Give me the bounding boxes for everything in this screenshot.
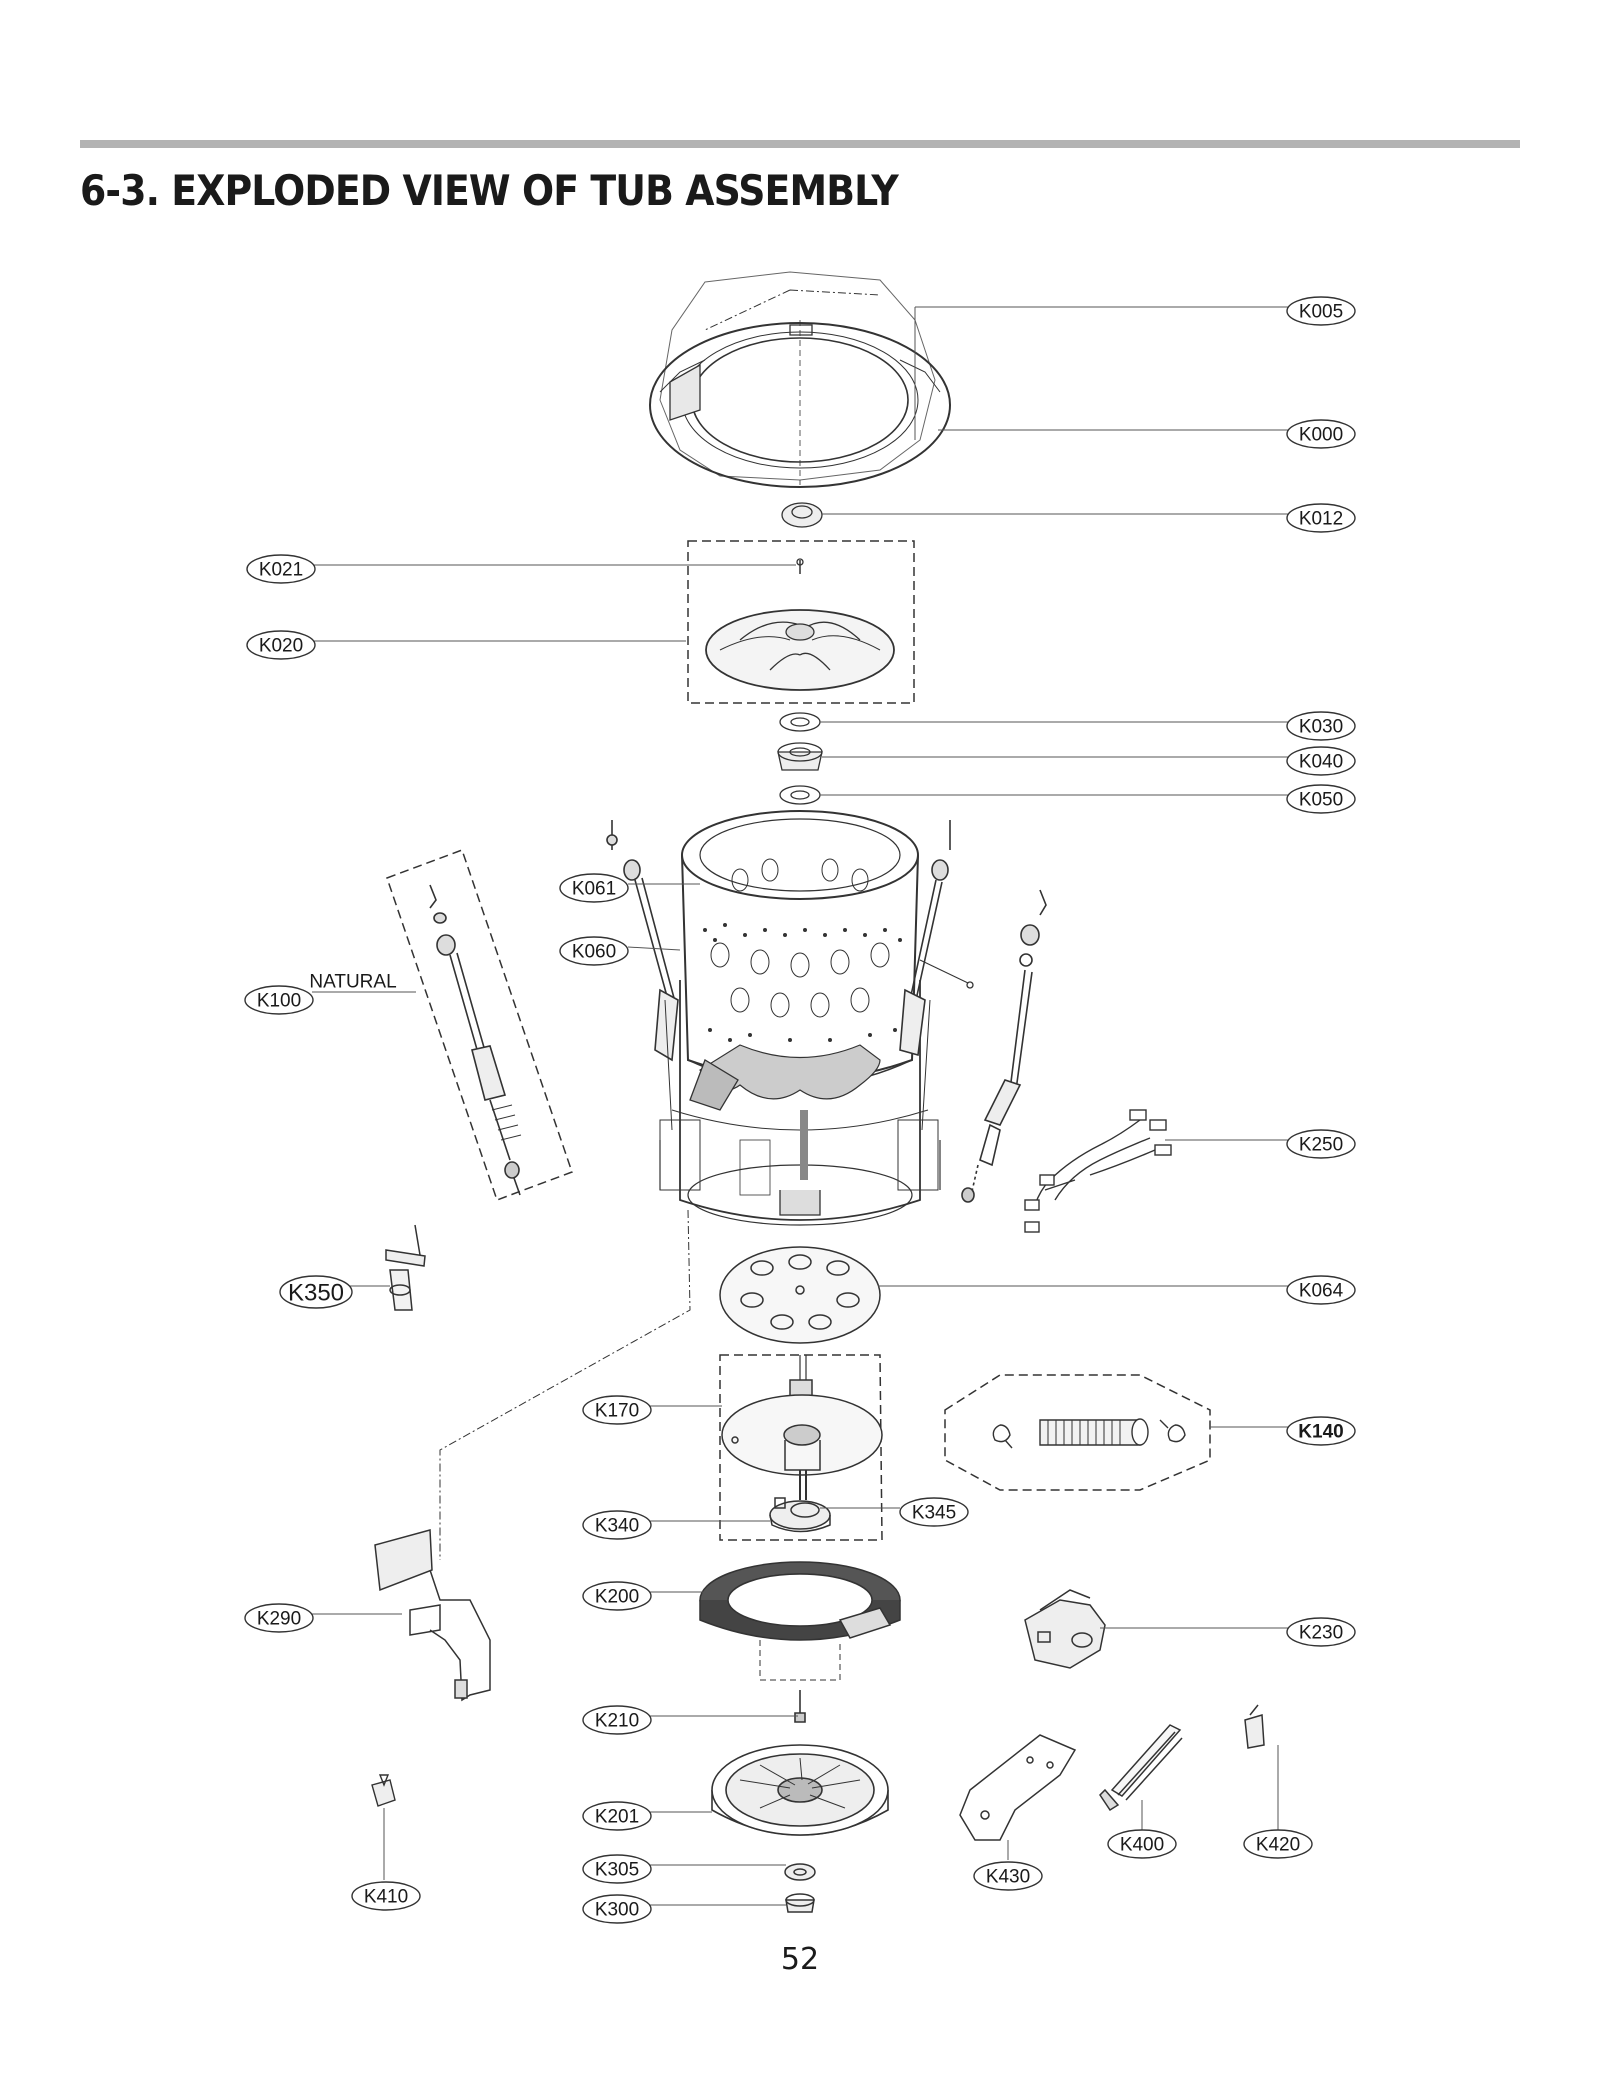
natural-rod-box <box>386 849 573 1201</box>
sensor-k350-part <box>385 1224 426 1311</box>
top-rule <box>80 140 1520 148</box>
label-oval-k012 <box>1286 503 1356 533</box>
label-k005: K005 <box>1299 302 1343 323</box>
label-oval-k020 <box>246 630 316 660</box>
label-k400: K400 <box>1120 1835 1164 1856</box>
stator-part <box>699 1561 901 1681</box>
label-oval-k290 <box>244 1603 314 1633</box>
label-oval-k340 <box>582 1510 652 1540</box>
label-k410: K410 <box>364 1887 408 1908</box>
label-k345: K345 <box>912 1503 956 1524</box>
label-k250: K250 <box>1299 1135 1343 1156</box>
page-number: 52 <box>780 1942 820 1977</box>
label-k060: K060 <box>572 942 616 963</box>
outer-tub-part <box>659 980 941 1226</box>
inner-basket-part <box>681 810 919 1111</box>
label-oval-k030 <box>1286 711 1356 741</box>
hub-part <box>781 502 823 528</box>
label-oval-k420 <box>1243 1829 1313 1859</box>
label-k210: K210 <box>595 1711 639 1732</box>
label-oval-k305 <box>582 1854 652 1884</box>
label-k170: K170 <box>595 1401 639 1422</box>
bracket-k290-part <box>374 1529 491 1702</box>
clip-k410-part <box>371 1774 396 1807</box>
pump-k230-part <box>1024 1589 1106 1669</box>
label-k030: K030 <box>1299 717 1343 738</box>
label-k100: K100 <box>257 991 301 1012</box>
label-k012: K012 <box>1299 509 1343 530</box>
label-k230: K230 <box>1299 1623 1343 1644</box>
clutch-group-box <box>719 1354 883 1541</box>
clip-k420-part <box>1244 1704 1265 1749</box>
plate-k430-part <box>959 1734 1077 1841</box>
label-k430: K430 <box>986 1867 1030 1888</box>
bearing-k340-part <box>769 1497 831 1533</box>
label-k000: K000 <box>1299 425 1343 446</box>
natural-suspension-rod-part <box>429 884 522 1196</box>
right-suspension-rod-part <box>961 889 1047 1203</box>
label-k305: K305 <box>595 1860 639 1881</box>
label-k050: K050 <box>1299 790 1343 811</box>
washer-k030-part <box>779 712 821 732</box>
drain-plate-part <box>719 1246 881 1344</box>
label-oval-k250 <box>1286 1129 1356 1159</box>
tub-suspension-rods <box>606 820 951 1131</box>
label-oval-k021 <box>246 554 316 584</box>
label-oval-k430 <box>973 1861 1043 1891</box>
heater-k400-part <box>1099 1724 1183 1812</box>
label-oval-k201 <box>582 1801 652 1831</box>
label-k040: K040 <box>1299 752 1343 773</box>
wire-harness-part <box>1024 1109 1172 1233</box>
label-k020: K020 <box>259 636 303 657</box>
label-k061: K061 <box>572 879 616 900</box>
label-oval-k040 <box>1286 746 1356 776</box>
label-oval-k100 <box>244 985 314 1015</box>
washer-k050-part <box>779 785 821 805</box>
label-oval-k350 <box>279 1275 353 1309</box>
label-oval-k061 <box>559 873 629 903</box>
label-oval-k000 <box>1286 419 1356 449</box>
label-k200: K200 <box>595 1587 639 1608</box>
label-k201: K201 <box>595 1807 639 1828</box>
page-title: 6-3. EXPLODED VIEW OF TUB ASSEMBLY <box>80 166 899 215</box>
label-oval-k050 <box>1286 784 1356 814</box>
rotor-part <box>711 1744 889 1836</box>
label-oval-k230 <box>1286 1617 1356 1647</box>
label-oval-k210 <box>582 1705 652 1735</box>
washer-k305-part <box>784 1863 816 1881</box>
clutch-assembly-part <box>721 1355 883 1500</box>
connection-lines <box>439 289 881 1560</box>
nut-k040-part <box>777 742 823 771</box>
tub-cover-part <box>649 271 951 488</box>
pulsator-group-box <box>687 540 915 704</box>
label-k021: K021 <box>259 560 303 581</box>
label-oval-k400 <box>1107 1829 1177 1859</box>
label-oval-k140 <box>1286 1416 1356 1446</box>
label-oval-k410 <box>351 1881 421 1911</box>
leader-lines <box>312 306 1288 1906</box>
nut-k300-part <box>785 1893 815 1913</box>
label-k064: K064 <box>1299 1281 1344 1302</box>
bolt-k210-part <box>794 1690 806 1723</box>
label-k420: K420 <box>1256 1835 1300 1856</box>
label-k140: K140 <box>1298 1422 1343 1443</box>
label-oval-k170 <box>582 1395 652 1425</box>
label-k340: K340 <box>595 1516 639 1537</box>
hose-group-box <box>944 1374 1211 1491</box>
hose-part <box>992 1418 1186 1449</box>
label-oval-k200 <box>582 1581 652 1611</box>
label-oval-k060 <box>559 936 629 966</box>
label-k300: K300 <box>595 1900 639 1921</box>
natural-annotation: NATURAL <box>309 972 396 993</box>
label-oval-k345 <box>899 1497 969 1527</box>
pulsator-part <box>705 558 895 691</box>
label-oval-k300 <box>582 1894 652 1924</box>
label-oval-k005 <box>1286 296 1356 326</box>
label-k350: K350 <box>288 1280 344 1307</box>
label-oval-k064 <box>1286 1275 1356 1305</box>
label-k290: K290 <box>257 1609 301 1630</box>
